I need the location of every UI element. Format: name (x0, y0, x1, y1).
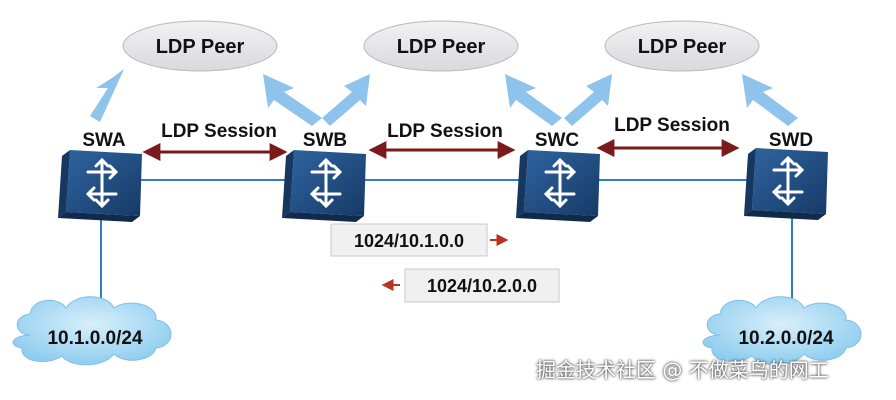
ldp-session-1: LDP Session (142, 121, 288, 161)
peer-arrow-swa (90, 69, 124, 122)
route-advert-2: 1024/10.2.0.0 (381, 268, 560, 303)
peer-label: LDP Peer (638, 36, 727, 58)
peer-label: LDP Peer (156, 36, 245, 58)
route-advert-1: 1024/10.1.0.0 (330, 223, 509, 257)
switch-label-swb: SWB (303, 130, 347, 151)
ldp-peer-2: LDP Peer (363, 20, 519, 72)
session-label: LDP Session (387, 121, 503, 142)
switch-label-swc: SWC (535, 130, 580, 151)
network-cloud-1: 10.1.0.0/24 (12, 296, 172, 366)
peer-arrow-swb-right (322, 74, 370, 126)
switch-label-swa: SWA (82, 130, 126, 151)
session-label: LDP Session (161, 121, 277, 142)
ldp-session-2: LDP Session (368, 121, 516, 159)
network-cloud-2: 10.2.0.0/24 (702, 296, 862, 366)
ldp-peer-1: LDP Peer (122, 20, 278, 72)
peer-label: LDP Peer (397, 36, 486, 58)
peer-arrow-swd (742, 74, 798, 126)
network-label: 10.2.0.0/24 (738, 328, 834, 349)
peer-arrows (90, 69, 798, 126)
switch-swa-icon (58, 150, 142, 222)
switch-swd-icon (744, 148, 828, 220)
peer-arrow-swc-right (564, 74, 612, 126)
switch-swb-icon (282, 150, 366, 222)
session-label: LDP Session (614, 115, 730, 136)
switch-swc-icon (516, 150, 600, 222)
ldp-session-3: LDP Session (596, 115, 740, 157)
route-label: 1024/10.1.0.0 (354, 231, 464, 251)
peer-arrow-swb-left (263, 74, 322, 126)
route-label: 1024/10.2.0.0 (427, 276, 537, 296)
ldp-peer-3: LDP Peer (604, 20, 760, 72)
switch-links (100, 179, 793, 318)
switch-label-swd: SWD (769, 130, 813, 151)
network-label: 10.1.0.0/24 (47, 328, 143, 349)
peer-arrow-swc-left (505, 74, 562, 126)
watermark-text: 掘金技术社区 @ 不做菜鸟的网工 (536, 358, 829, 382)
